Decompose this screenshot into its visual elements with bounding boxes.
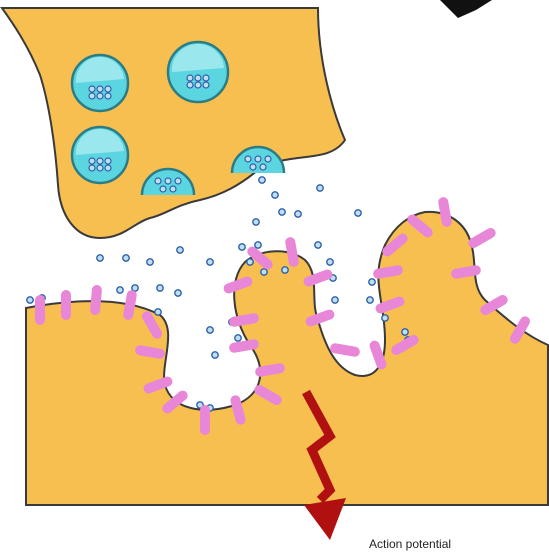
neurotransmitter bbox=[382, 315, 388, 321]
vesicle-molecule bbox=[97, 165, 103, 171]
vesicle-molecule bbox=[155, 178, 161, 184]
neurotransmitter bbox=[207, 259, 213, 265]
vesicle-molecule bbox=[160, 186, 166, 192]
vesicle-molecule bbox=[255, 156, 261, 162]
vesicle-molecule bbox=[203, 75, 209, 81]
postsynaptic-cell bbox=[26, 212, 548, 505]
neurotransmitter bbox=[317, 185, 323, 191]
neurotransmitter bbox=[355, 210, 361, 216]
neurotransmitter bbox=[132, 285, 138, 291]
vesicle-molecule bbox=[89, 165, 95, 171]
neurotransmitter bbox=[332, 297, 338, 303]
neurotransmitter bbox=[295, 211, 301, 217]
vesicle-molecule bbox=[187, 75, 193, 81]
neurotransmitter bbox=[272, 192, 278, 198]
receptor-body bbox=[61, 290, 71, 320]
neurotransmitter bbox=[279, 209, 285, 215]
corner-arrow-icon bbox=[440, 0, 492, 18]
vesicle-molecule bbox=[265, 156, 271, 162]
neurotransmitter bbox=[97, 255, 103, 261]
neurotransmitter bbox=[117, 287, 123, 293]
receptor bbox=[467, 226, 498, 250]
action-potential-label: Action potential bbox=[369, 537, 451, 551]
neurotransmitter bbox=[239, 244, 245, 250]
vesicle-molecule bbox=[187, 82, 193, 88]
vesicle-molecule bbox=[170, 186, 176, 192]
neurotransmitter bbox=[157, 285, 163, 291]
neurotransmitter bbox=[123, 255, 129, 261]
receptor bbox=[200, 405, 210, 435]
receptor bbox=[61, 290, 71, 320]
vesicle-molecule bbox=[89, 158, 95, 164]
vesicle-molecule bbox=[89, 93, 95, 99]
neurotransmitter bbox=[255, 242, 261, 248]
neurotransmitter bbox=[261, 269, 267, 275]
vesicle-molecule bbox=[203, 82, 209, 88]
receptor bbox=[35, 295, 45, 325]
neurotransmitter bbox=[369, 279, 375, 285]
receptor-body bbox=[329, 342, 360, 357]
neurotransmitter bbox=[247, 259, 253, 265]
neurotransmitter bbox=[282, 267, 288, 273]
neurotransmitter bbox=[367, 297, 373, 303]
neurotransmitter bbox=[402, 329, 408, 335]
vesicle-molecule bbox=[105, 158, 111, 164]
vesicle-molecule bbox=[105, 86, 111, 92]
neurotransmitter bbox=[259, 177, 265, 183]
vesicle-molecule bbox=[97, 158, 103, 164]
neurotransmitter bbox=[155, 309, 161, 315]
vesicle-molecule bbox=[105, 93, 111, 99]
receptor-body bbox=[200, 405, 210, 435]
vesicle-molecule bbox=[195, 82, 201, 88]
vesicle-molecule bbox=[260, 164, 266, 170]
vesicle-molecule bbox=[195, 75, 201, 81]
presynaptic-terminal bbox=[2, 8, 345, 238]
vesicle-molecule bbox=[97, 93, 103, 99]
action-potential-arrowhead bbox=[304, 498, 346, 540]
neurotransmitter bbox=[177, 247, 183, 253]
neurotransmitter bbox=[175, 290, 181, 296]
neurotransmitter bbox=[327, 259, 333, 265]
vesicle-molecule bbox=[97, 86, 103, 92]
neurotransmitter bbox=[212, 352, 218, 358]
vesicle-molecule bbox=[105, 165, 111, 171]
vesicle-molecule bbox=[245, 156, 251, 162]
vesicle-molecule bbox=[165, 178, 171, 184]
neurotransmitter bbox=[27, 297, 33, 303]
receptor bbox=[329, 342, 360, 357]
receptor-body bbox=[467, 226, 498, 250]
neurotransmitter bbox=[147, 259, 153, 265]
neurotransmitter bbox=[235, 335, 241, 341]
neurotransmitter bbox=[315, 242, 321, 248]
vesicle-molecule bbox=[250, 164, 256, 170]
vesicle-molecule bbox=[175, 178, 181, 184]
vesicle-molecule bbox=[89, 86, 95, 92]
receptor-body bbox=[35, 295, 45, 325]
neurotransmitter bbox=[253, 219, 259, 225]
neurotransmitter bbox=[207, 327, 213, 333]
